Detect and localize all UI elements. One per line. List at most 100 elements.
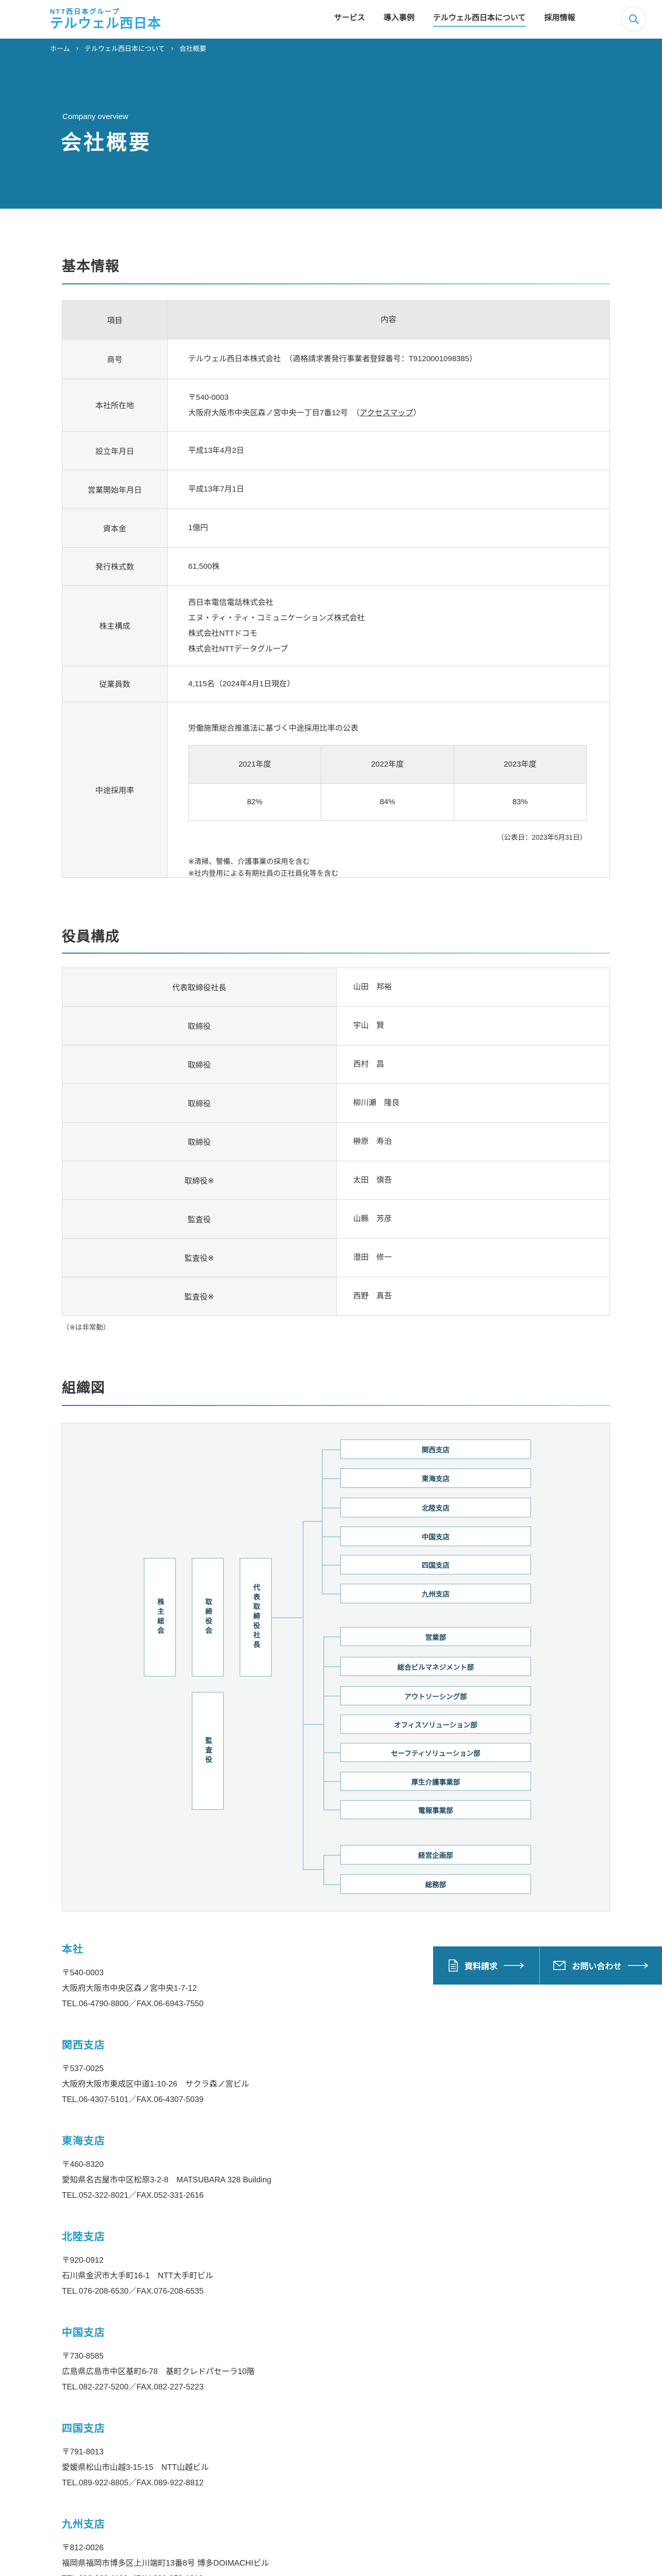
table-row: 株主構成 西日本電信電話株式会社 エヌ・ティ・ティ・コミュニケーションズ株式会社… [62, 586, 610, 666]
office-name: 北陸支店 [62, 2231, 105, 2243]
office-tel: TEL.082-227-5200／FAX.082-227-5223 [62, 2383, 204, 2392]
office-postal: 〒460-8320 [62, 2160, 104, 2169]
row-label: 中途採用率 [62, 702, 168, 878]
officer-name: 榊原 寿治 [337, 1123, 610, 1161]
org-node-board: 取締役会 [192, 1558, 224, 1676]
logo-main-text: テルウェル西日本 [50, 15, 162, 31]
search-button[interactable] [621, 7, 646, 31]
org-connector [323, 1752, 340, 1753]
arrow-right-icon [627, 1962, 648, 1969]
office-block-shikoku: 四国支店 〒791-8013 愛媛県松山市山越3-15-15 NTT山越ビル T… [62, 2421, 541, 2491]
org-node-shareholders-meeting: 株主総会 [144, 1558, 176, 1676]
officer-title: 取締役 [62, 1045, 337, 1084]
officer-name: 宇山 賢 [337, 1007, 610, 1045]
office-block-head-office: 本社 〒540-0003 大阪府大阪市中央区森ノ宮中央1-7-12 TEL.06… [62, 1942, 541, 2012]
office-address: 大阪府大阪市東成区中道1-10-26 サクラ森ノ宮ビル [62, 2080, 250, 2089]
row-label: 設立年月日 [62, 432, 168, 470]
contact-button[interactable]: お問い合わせ [540, 1946, 662, 1985]
org-connector [323, 1636, 324, 1809]
shareholder: 株式会社NTTデータグループ [188, 644, 288, 653]
org-node-staff: 総務部 [340, 1874, 531, 1894]
org-connector [323, 1636, 340, 1637]
breadcrumb-about[interactable]: テルウェル西日本について [84, 45, 165, 53]
year-header: 2021年度 [188, 745, 322, 784]
table-row: 営業開始年月日 平成13年7月1日 [62, 470, 610, 509]
section-divider [62, 1405, 610, 1406]
row-value: 西日本電信電話株式会社 エヌ・ティ・ティ・コミュニケーションズ株式会社 株式会社… [168, 586, 610, 666]
col-header-content: 内容 [168, 301, 610, 340]
office-address: 広島県広島市中区基町6-78 基町クレドパセーラ10階 [62, 2367, 255, 2376]
office-name: 関西支店 [62, 2040, 105, 2051]
office-name: 四国支店 [62, 2423, 105, 2434]
office-address: 愛媛県松山市山越3-15-15 NTT山越ビル [62, 2463, 209, 2472]
org-connector [322, 1507, 340, 1509]
officer-row: 取締役 榊原 寿治 [62, 1123, 610, 1161]
officer-title: 監査役※ [62, 1277, 337, 1316]
org-node-department: セーフティソリューション部 [340, 1743, 531, 1762]
officer-title: 取締役 [62, 1123, 337, 1161]
officer-row: 代表取締役社長 山田 邦裕 [62, 968, 610, 1007]
access-map-link[interactable]: アクセスマップ [359, 408, 413, 417]
org-connector [323, 1696, 340, 1697]
document-icon [449, 1959, 458, 1972]
table-row: 従業員数 4,115名（2024年4月1日現在） [62, 666, 610, 702]
officer-title: 監査役 [62, 1200, 337, 1239]
officer-row: 監査役※ 西野 真吾 [62, 1277, 610, 1316]
office-block-tokai: 東海支店 〒460-8320 愛知県名古屋市中区松原3-2-8 MATSUBAR… [62, 2133, 541, 2204]
col-header-item: 項目 [62, 301, 168, 340]
row-value: 平成13年7月1日 [168, 470, 610, 509]
row-value: 1億円 [168, 509, 610, 548]
office-tel: TEL.092-260-1100／FAX.092-273-1210 [62, 2571, 541, 2576]
basic-info-table: 項目 内容 商号 テルウェル西日本株式会社 （適格請求書発行事業者登録番号：T9… [62, 300, 610, 878]
officer-name: 西村 昌 [337, 1045, 610, 1084]
org-connector [322, 1449, 340, 1450]
address-text: 大阪府大阪市中央区森ノ宮中央一丁目7番12号 （ [188, 408, 360, 417]
nav-item-services[interactable]: サービス [334, 13, 366, 22]
officer-row: 取締役 柳川瀬 隆良 [62, 1084, 610, 1123]
table-row: 本社所在地 〒540-0003 大阪府大阪市中央区森ノ宮中央一丁目7番12号 （… [62, 379, 610, 432]
section-divider [62, 283, 610, 284]
office-address: 石川県金沢市大手町16-1 NTT大手町ビル [62, 2272, 213, 2280]
address-line: 大阪府大阪市中央区森ノ宮中央一丁目7番12号 （アクセスマップ） [188, 405, 587, 421]
officer-title: 取締役 [62, 1084, 337, 1123]
hero-banner: Company overview 会社概要 [0, 58, 662, 209]
org-node-department: 総合ビルマネジメント部 [340, 1657, 531, 1676]
row-label: 従業員数 [62, 666, 168, 702]
org-node-department: 電報事業部 [340, 1800, 531, 1819]
office-address: 愛知県名古屋市中区松原3-2-8 MATSUBARA 328 Building [62, 2176, 272, 2184]
org-node-department: 営業部 [340, 1627, 531, 1646]
nav-item-about[interactable]: テルウェル西日本について [433, 12, 526, 27]
table-header-row: 項目 内容 [62, 301, 610, 340]
table-row: 中途採用率 労働施策総合推進法に基づく中途採用比率の公表 2021年度 2022… [62, 702, 610, 878]
table-row: 資本金 1億円 [62, 509, 610, 548]
office-tel: TEL.06-4790-8800／FAX.06-6943-7550 [62, 1999, 204, 2008]
breadcrumb-home[interactable]: ホーム [50, 45, 70, 53]
officer-row: 監査役※ 澄田 修一 [62, 1239, 610, 1277]
officer-row: 取締役 宇山 賢 [62, 1007, 610, 1045]
org-node-branch: 関西支店 [340, 1439, 531, 1459]
basic-info-heading: 基本情報 [62, 259, 120, 274]
document-request-button[interactable]: 資料請求 [433, 1946, 540, 1985]
org-node-branch: 北陸支店 [340, 1498, 531, 1517]
org-connector [322, 1478, 340, 1479]
officer-title: 取締役 [62, 1007, 337, 1045]
breadcrumb-current: 会社概要 [179, 45, 206, 53]
officer-name: 澄田 修一 [337, 1239, 610, 1277]
org-connector [272, 1617, 303, 1618]
floating-action-bar: 資料請求 お問い合わせ [433, 1946, 662, 1985]
table-row: 商号 テルウェル西日本株式会社 （適格請求書発行事業者登録番号：T9120001… [62, 340, 610, 379]
nav-item-cases[interactable]: 導入事例 [384, 13, 415, 22]
year-header: 2023年度 [453, 745, 587, 784]
officer-row: 取締役※ 太田 愼吾 [62, 1161, 610, 1200]
officer-name: 太田 愼吾 [337, 1161, 610, 1200]
search-icon [629, 14, 639, 24]
nav-item-recruit[interactable]: 採用情報 [544, 13, 575, 22]
org-connector [323, 1855, 340, 1856]
office-address: 大阪府大阪市中央区森ノ宮中央1-7-12 [62, 1984, 197, 1993]
site-logo[interactable]: NTT西日本グループ テルウェル西日本 [50, 6, 161, 31]
row-label: 営業開始年月日 [62, 470, 168, 509]
org-node-department: 厚生介護事業部 [340, 1772, 531, 1791]
row-label: 商号 [62, 340, 168, 379]
postal-code: 〒540-0003 [188, 393, 229, 402]
office-name: 中国支店 [62, 2327, 105, 2338]
